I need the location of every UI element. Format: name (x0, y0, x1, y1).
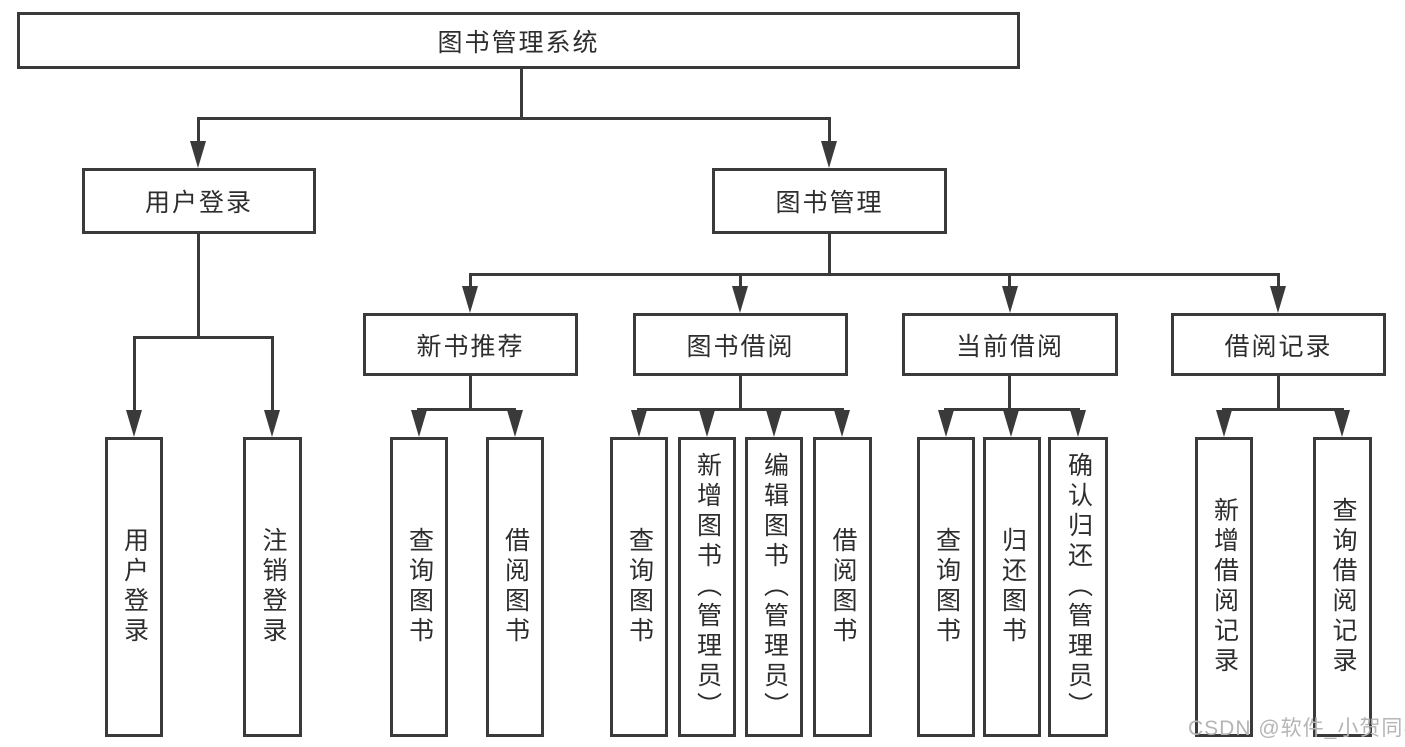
connector-newrec-branch-line (418, 408, 516, 411)
connector-book-mgmt-stem-line (828, 117, 831, 144)
connector-bookborrow-branch-line (638, 408, 843, 411)
arrow-down-icon (1003, 410, 1019, 437)
connector-root-branch-line (197, 117, 831, 120)
connector-level3-stem-line (1277, 273, 1280, 288)
leaf-user-login: 用户登录 (105, 437, 163, 737)
connector-borrowrecords-drop-line (1277, 376, 1280, 408)
arrow-down-icon (834, 410, 850, 437)
node-current-borrow: 当前借阅 (902, 313, 1118, 376)
arrow-down-icon (411, 410, 427, 437)
connector-level3-stem-line (469, 273, 472, 288)
leaf-logout-login: 注销登录 (243, 437, 302, 737)
leaf-label: 用户登录 (120, 527, 149, 647)
arrow-down-icon (264, 410, 280, 437)
arrow-down-icon (699, 410, 715, 437)
connector-root-drop-line (520, 68, 523, 118)
connector-level3-stem-line (1008, 273, 1011, 288)
leaf-label: 编辑图书（管理员） (760, 452, 789, 722)
arrow-down-icon (1334, 410, 1350, 437)
node-book-management: 图书管理 (712, 168, 947, 234)
leaf-label: 借阅图书 (829, 527, 857, 647)
leaf-label: 新增借阅记录 (1210, 497, 1239, 677)
connector-user-login-drop-line (197, 234, 200, 336)
leaf-query-borrow-record: 查询借阅记录 (1313, 437, 1372, 737)
leaf-label: 查询图书 (932, 527, 961, 647)
csdn-watermark: CSDN @软件_小贺同学 (1188, 717, 1405, 740)
arrow-down-icon (732, 286, 748, 313)
arrow-down-icon (1002, 286, 1018, 313)
arrow-down-icon (766, 410, 782, 437)
leaf-label: 注销登录 (259, 527, 287, 647)
arrow-down-icon (1070, 410, 1086, 437)
leaf-label: 新增图书（管理员） (693, 452, 722, 722)
node-user-login: 用户登录 (82, 168, 316, 234)
connector-book-mgmt-branch-line (469, 273, 1280, 276)
leaf-borrow-book-newrec: 借阅图书 (486, 437, 544, 737)
leaf-confirm-return-admin: 确认归还（管理员） (1048, 437, 1108, 737)
node-new-book-recommend: 新书推荐 (363, 313, 578, 376)
arrow-down-icon (1270, 286, 1286, 313)
leaf-add-book-admin: 新增图书（管理员） (678, 437, 736, 737)
connector-book-mgmt-drop-line (828, 234, 831, 273)
arrow-down-icon (462, 286, 478, 313)
arrow-down-icon (938, 410, 954, 437)
node-label: 图书管理 (775, 189, 884, 217)
connector-leaf-stem-line (133, 336, 136, 412)
connector-borrowrecords-branch-line (1222, 408, 1344, 411)
node-root: 图书管理系统 (17, 12, 1020, 69)
leaf-edit-book-admin: 编辑图书（管理员） (745, 437, 803, 737)
leaf-query-book-current: 查询图书 (917, 437, 975, 737)
node-label: 当前借阅 (955, 332, 1064, 361)
connector-user-login-branch-line (133, 336, 274, 339)
node-book-borrow: 图书借阅 (633, 313, 848, 376)
leaf-return-book: 归还图书 (983, 437, 1041, 737)
connector-user-login-stem-line (197, 117, 200, 144)
node-label: 图书管理系统 (437, 28, 600, 57)
arrow-down-icon (821, 141, 837, 168)
arrow-down-icon (1216, 410, 1232, 437)
arrow-down-icon (631, 410, 647, 437)
leaf-query-book-newrec: 查询图书 (390, 437, 448, 737)
arrow-down-icon (190, 141, 206, 168)
node-label: 借阅记录 (1224, 332, 1333, 361)
leaf-add-borrow-record: 新增借阅记录 (1195, 437, 1253, 737)
leaf-label: 确认归还（管理员） (1064, 452, 1093, 722)
connector-bookborrow-drop-line (739, 376, 742, 408)
leaf-label: 查询借阅记录 (1329, 497, 1357, 677)
connector-newrec-drop-line (469, 376, 472, 408)
connector-currentborrow-drop-line (1008, 376, 1011, 408)
node-label: 新书推荐 (416, 332, 525, 361)
leaf-label: 借阅图书 (501, 527, 530, 647)
arrow-down-icon (507, 410, 523, 437)
leaf-label: 查询图书 (405, 527, 434, 647)
node-borrow-records: 借阅记录 (1171, 313, 1386, 376)
leaf-label: 查询图书 (625, 527, 654, 647)
leaf-label: 归还图书 (998, 527, 1027, 647)
leaf-query-book-borrow: 查询图书 (610, 437, 668, 737)
connector-level3-stem-line (739, 273, 742, 288)
leaf-borrow-book-borrow: 借阅图书 (813, 437, 872, 737)
node-label: 图书借阅 (686, 332, 795, 361)
arrow-down-icon (126, 410, 142, 437)
node-label: 用户登录 (144, 189, 253, 217)
connector-leaf-stem-line (271, 336, 274, 412)
